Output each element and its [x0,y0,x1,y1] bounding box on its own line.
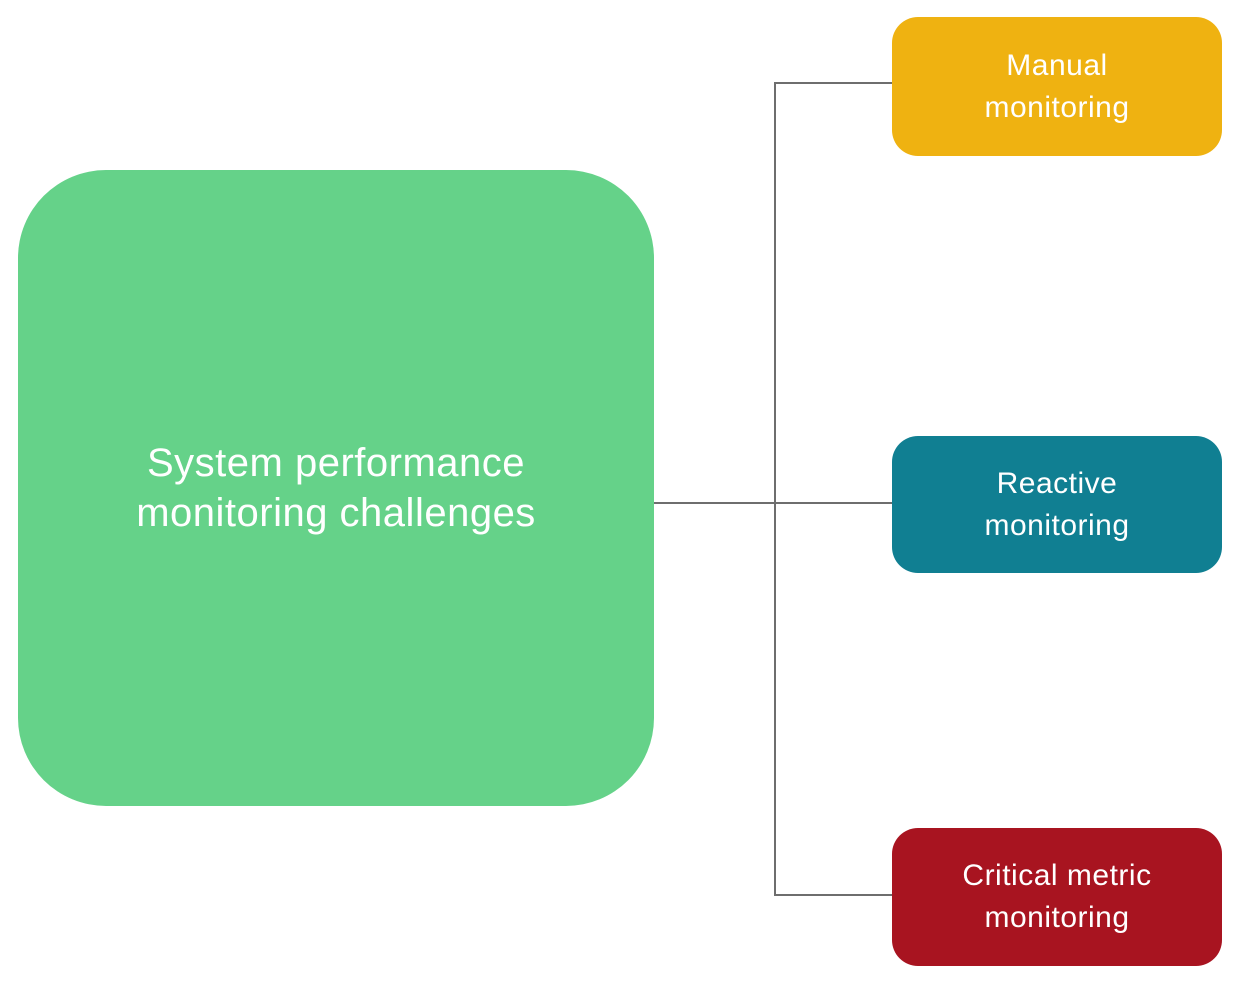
root-node-system-performance: System performance monitoring challenges [18,170,654,806]
connector-trunk-vertical [774,82,776,896]
connector-branch-critical [776,894,892,896]
connector-root-to-trunk [653,502,892,504]
child-node-manual-monitoring: Manual monitoring [892,17,1222,156]
child-node-label: Manual monitoring [984,48,1130,124]
child-node-reactive-monitoring: Reactive monitoring [892,436,1222,573]
child-node-label: Reactive monitoring [984,466,1130,542]
child-node-critical-metric-monitoring: Critical metric monitoring [892,828,1222,966]
child-node-label: Critical metric monitoring [962,859,1152,934]
root-node-label: System performance monitoring challenges [136,441,536,535]
connector-branch-manual [776,82,892,84]
